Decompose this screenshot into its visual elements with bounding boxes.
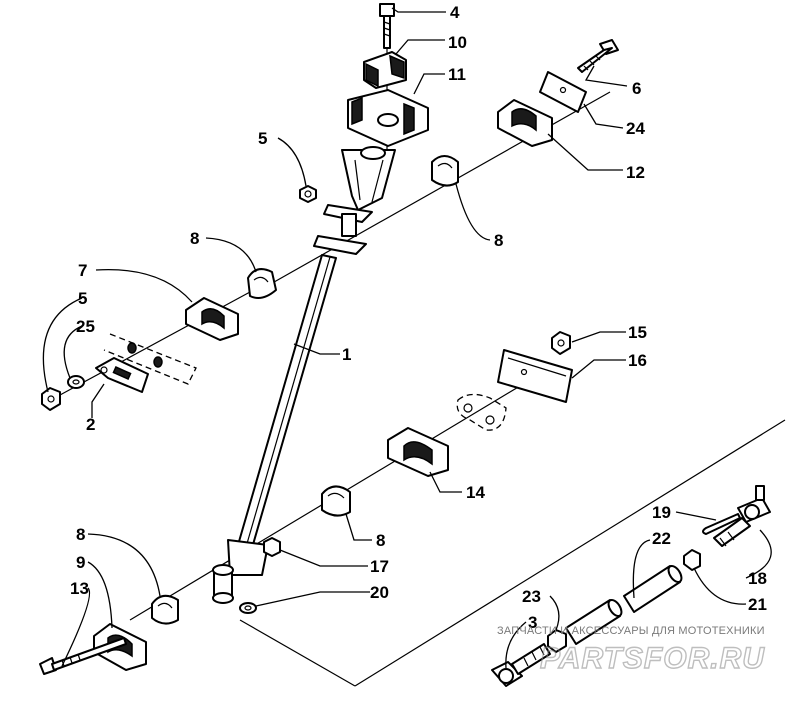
- callout-8-middle: 8: [376, 531, 385, 550]
- washer-20: [239, 602, 257, 614]
- bolt-13: [39, 637, 127, 675]
- jam-nut-21: [683, 549, 701, 571]
- bushing-8-lower: [151, 594, 179, 625]
- callout-4: 4: [450, 3, 460, 22]
- watermark-tagline: ЗАПЧАСТИ И АКСЕССУАРЫ ДЛЯ МОТОТЕХНИКИ: [497, 625, 765, 637]
- tie-rod-end-18: [713, 485, 771, 547]
- callout-1: 1: [342, 345, 351, 364]
- watermark-logo: PARTSFOR.RU: [539, 641, 765, 675]
- upper-cap-10: [363, 51, 407, 89]
- callout-8-left: 8: [190, 229, 199, 248]
- callout-11: 11: [448, 65, 466, 84]
- callout-17: 17: [370, 557, 389, 576]
- nut-5-lower: [41, 387, 61, 411]
- bolt-6: [577, 39, 619, 73]
- callout-24: 24: [626, 119, 645, 138]
- callout-15: 15: [628, 323, 647, 342]
- assembly-line-tie-rod-right: [354, 419, 786, 687]
- block-14: [387, 427, 449, 477]
- callout-14: 14: [466, 483, 485, 502]
- nut-15: [551, 331, 571, 355]
- tie-rod-22: [623, 564, 683, 613]
- bracket-12: [497, 99, 553, 147]
- callout-5-lower: 5: [78, 289, 87, 308]
- nut-5-upper: [299, 185, 317, 203]
- callout-25: 25: [76, 317, 95, 336]
- block-7: [185, 297, 239, 341]
- cotter-pin-19: [702, 513, 741, 535]
- callout-18: 18: [748, 569, 767, 588]
- callout-23: 23: [522, 587, 541, 606]
- plate-24: [539, 71, 587, 113]
- bushing-8-upper: [431, 155, 459, 187]
- callout-19: 19: [652, 503, 671, 522]
- callout-21: 21: [748, 595, 767, 614]
- plate-16: [497, 349, 573, 403]
- bushing-8-left: [247, 268, 277, 299]
- callout-6: 6: [632, 79, 641, 98]
- svg-text:PARTSFOR.RU: PARTSFOR.RU: [540, 642, 765, 675]
- steering-post: [212, 146, 396, 604]
- callout-20: 20: [370, 583, 389, 602]
- callout-10: 10: [448, 33, 467, 52]
- callout-8-lower: 8: [76, 525, 85, 544]
- washer-25: [67, 375, 85, 389]
- bolt-4: [379, 3, 395, 49]
- assembly-line-tie-rod-left: [239, 619, 356, 687]
- nut-17: [263, 537, 281, 557]
- callout-12: 12: [626, 163, 645, 182]
- tie-rod-end-3: [491, 643, 551, 687]
- tie-rod-sleeve: [565, 598, 623, 645]
- bracket-2: [95, 357, 149, 393]
- bushing-8-middle: [321, 485, 351, 517]
- upper-block-11: [347, 89, 429, 147]
- callout-2: 2: [86, 415, 95, 434]
- pivot-bracket: [456, 393, 507, 431]
- callout-5-upper: 5: [258, 129, 267, 148]
- frame-section: [103, 333, 197, 385]
- callout-16: 16: [628, 351, 647, 370]
- callout-22: 22: [652, 529, 671, 548]
- callout-8-upper: 8: [494, 231, 503, 250]
- callout-3: 3: [528, 613, 537, 632]
- callout-13: 13: [70, 579, 89, 598]
- callout-9: 9: [76, 553, 85, 572]
- callout-7: 7: [78, 261, 87, 280]
